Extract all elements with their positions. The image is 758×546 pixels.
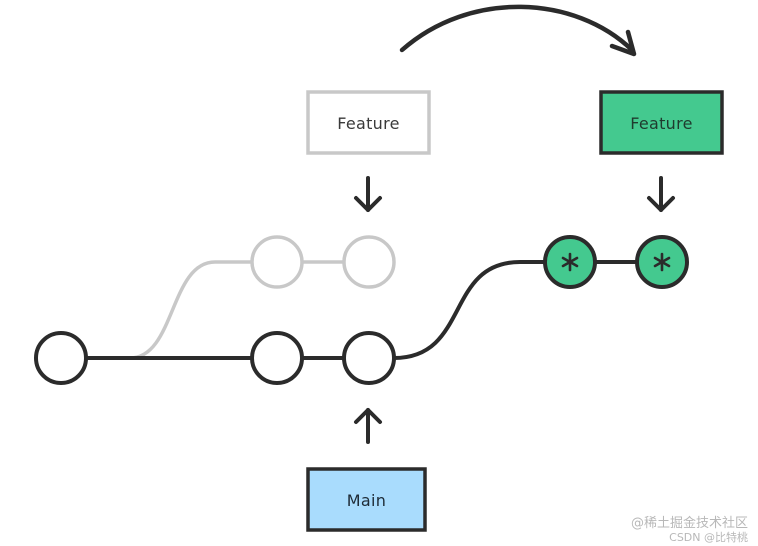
main-label-text: Main [347,491,386,510]
down-arrow-icon [647,176,675,212]
asterisk-icon [561,252,579,272]
new-feature-commit [635,235,689,289]
new-feature-commit [543,235,597,289]
asterisk-icon [653,252,671,272]
feature-label-new: Feature [599,90,724,155]
rebased-branch-line [393,260,545,360]
old-feature-commit [250,235,304,289]
feature-label-old-text: Feature [337,114,400,133]
watermark-secondary: CSDN @比特桃 [669,531,748,544]
feature-label-new-text: Feature [630,114,693,133]
old-branch-line [129,260,252,360]
feature-label-old: Feature [306,90,431,155]
up-arrow-icon [354,408,382,444]
watermark-primary: @稀土掘金技术社区 [630,516,748,531]
main-commit [34,331,88,385]
move-arrow-icon [399,4,637,57]
main-commit [250,331,304,385]
main-label: Main [306,467,427,532]
old-feature-commit [342,235,396,289]
main-commit [342,331,396,385]
down-arrow-icon [354,176,382,212]
